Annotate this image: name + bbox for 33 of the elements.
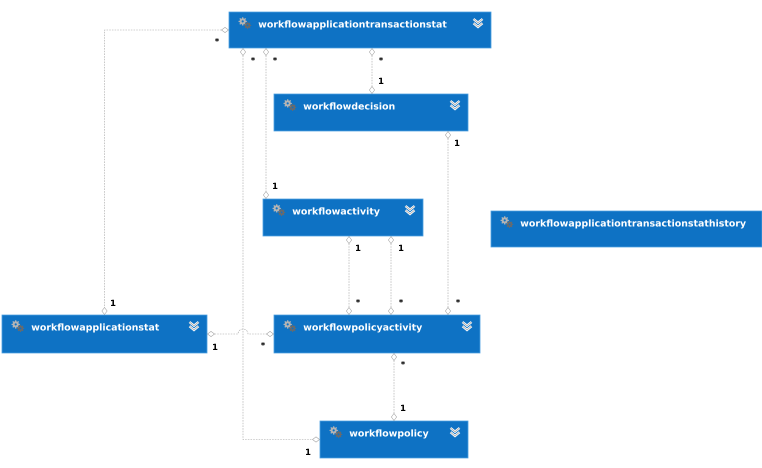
multiplicity-label: *	[400, 361, 406, 365]
multiplicity-label: *	[260, 342, 266, 346]
multiplicity-label: *	[272, 57, 278, 61]
connector	[207, 328, 274, 337]
multiplicity-label: 1	[306, 448, 310, 455]
connector	[346, 236, 352, 315]
multiplicity-label: 1	[273, 182, 278, 189]
entity-box: workflowapplicationtransactionstathistory	[490, 210, 762, 248]
multiplicity-label: 1	[356, 244, 360, 251]
multiplicity-label: 1	[399, 244, 404, 251]
multiplicity-label: *	[214, 38, 220, 42]
connector	[388, 236, 394, 315]
connector	[240, 48, 320, 442]
multiplicity-label: *	[398, 299, 404, 303]
entity-box: workflowdecision	[274, 94, 468, 132]
multiplicity-label: 1	[455, 140, 460, 146]
connector	[369, 48, 375, 94]
multiplicity-label: *	[456, 299, 460, 303]
connector	[445, 131, 451, 315]
entity-box: workflowpolicyactivity	[274, 314, 480, 354]
multiplicity-label: *	[356, 299, 360, 303]
entity-box: workflowpolicy	[320, 420, 468, 458]
multiplicity-label: *	[250, 57, 256, 61]
connector	[102, 27, 229, 315]
multiplicity-label: 1	[111, 300, 116, 306]
entity-box: workflowactivity	[262, 198, 424, 236]
multiplicity-label: 1	[401, 404, 406, 411]
entity-box: workflowapplicationtransactionstat	[228, 12, 492, 48]
connector	[391, 353, 397, 421]
multiplicity-label: *	[378, 57, 384, 61]
multiplicity-label: 1	[379, 78, 384, 84]
connector	[263, 48, 269, 199]
entity-box: workflowapplicationstat	[2, 314, 208, 354]
